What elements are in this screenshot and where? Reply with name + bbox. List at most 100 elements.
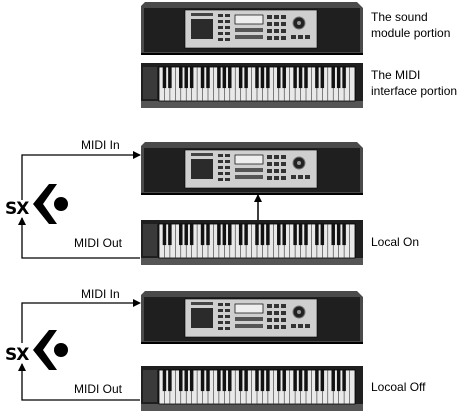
sound-module-unit-local-on: [141, 142, 363, 195]
panel-button: [218, 303, 223, 306]
black-key: [189, 370, 194, 392]
black-key: [315, 67, 319, 89]
panel-button: [267, 311, 272, 315]
panel-button: [281, 311, 286, 315]
black-key: [255, 67, 259, 89]
panel-button: [274, 22, 279, 26]
black-key: [282, 370, 286, 392]
label-midi-in-local-off: MIDI In: [81, 287, 120, 301]
black-key: [266, 67, 270, 89]
black-key: [342, 370, 346, 392]
black-key: [260, 370, 265, 392]
panel-slot: [235, 35, 263, 39]
black-key: [304, 67, 308, 89]
black-key: [342, 67, 346, 89]
black-key: [184, 67, 188, 89]
panel-button: [298, 175, 303, 179]
black-key: [228, 224, 232, 246]
black-key: [331, 67, 335, 89]
panel-display: [191, 19, 213, 39]
panel-button: [267, 176, 272, 180]
panel-button: [274, 36, 279, 40]
panel-button: [274, 325, 279, 329]
black-key: [336, 224, 341, 246]
panel-strip: [191, 153, 213, 156]
panel-button: [218, 20, 223, 23]
black-key: [255, 370, 259, 392]
panel-button: [218, 178, 223, 181]
module-control-panel: [184, 298, 318, 338]
cubase-sx-logo-icon: SX: [5, 184, 68, 224]
black-key: [162, 224, 167, 246]
panel-button: [218, 315, 223, 318]
module-control-panel: [184, 9, 318, 49]
black-key: [200, 370, 205, 392]
panel-button: [281, 325, 286, 329]
keyboard-unit-local-on: [141, 220, 363, 265]
panel-button: [225, 20, 230, 23]
keyboard-left-panel: [143, 370, 157, 402]
black-key: [277, 224, 281, 246]
black-key: [331, 224, 335, 246]
black-key: [228, 67, 232, 89]
panel-button: [218, 160, 223, 163]
panel-button: [225, 14, 230, 17]
panel-lcd: [234, 303, 264, 314]
panel-slot: [235, 324, 263, 328]
panel-button: [218, 154, 223, 157]
panel-display: [191, 159, 213, 179]
label-local-off: Locoal Off: [371, 380, 426, 394]
black-key: [342, 224, 346, 246]
black-key: [331, 370, 335, 392]
sound-module-unit-top: [141, 2, 363, 55]
midi-in-connection-local-off: [21, 299, 141, 343]
black-key: [168, 224, 172, 246]
label-midi-interface-line1: The MIDI: [371, 68, 420, 82]
keyboard-left-panel: [143, 224, 157, 256]
black-key: [255, 224, 259, 246]
black-key: [217, 224, 221, 246]
panel-button: [281, 176, 286, 180]
panel-button: [281, 22, 286, 26]
panel-button: [225, 172, 230, 175]
panel-button: [274, 169, 279, 173]
panel-button: [281, 304, 286, 308]
panel-slot: [235, 168, 263, 172]
label-sound-module-line1: The sound: [371, 10, 428, 24]
panel-button: [225, 327, 230, 330]
panel-button: [274, 15, 279, 19]
keyboard-base: [141, 404, 363, 411]
panel-button: [225, 166, 230, 169]
black-key: [298, 370, 303, 392]
black-key: [282, 67, 286, 89]
black-key: [260, 224, 265, 246]
black-key: [179, 224, 183, 246]
panel-button: [267, 318, 272, 322]
black-key: [320, 370, 325, 392]
black-key: [238, 370, 243, 392]
logo-text-local-off: SX: [5, 345, 29, 365]
panel-button: [267, 15, 272, 19]
black-key: [315, 224, 319, 246]
black-key: [244, 370, 248, 392]
panel-slot: [235, 175, 263, 179]
panel-button: [305, 324, 310, 328]
black-key: [206, 370, 210, 392]
black-key: [244, 224, 248, 246]
panel-button: [305, 175, 310, 179]
panel-button: [274, 176, 279, 180]
black-key: [244, 67, 248, 89]
panel-button: [281, 169, 286, 173]
panel-button: [267, 36, 272, 40]
midi-out-connection-local-on: [18, 217, 140, 259]
black-key: [228, 370, 232, 392]
panel-button: [298, 324, 303, 328]
black-key: [336, 67, 341, 89]
panel-knob-cap: [297, 161, 301, 165]
panel-slot: [235, 28, 263, 32]
black-key: [266, 224, 270, 246]
black-key: [238, 224, 243, 246]
black-key: [336, 370, 341, 392]
black-key: [222, 370, 227, 392]
